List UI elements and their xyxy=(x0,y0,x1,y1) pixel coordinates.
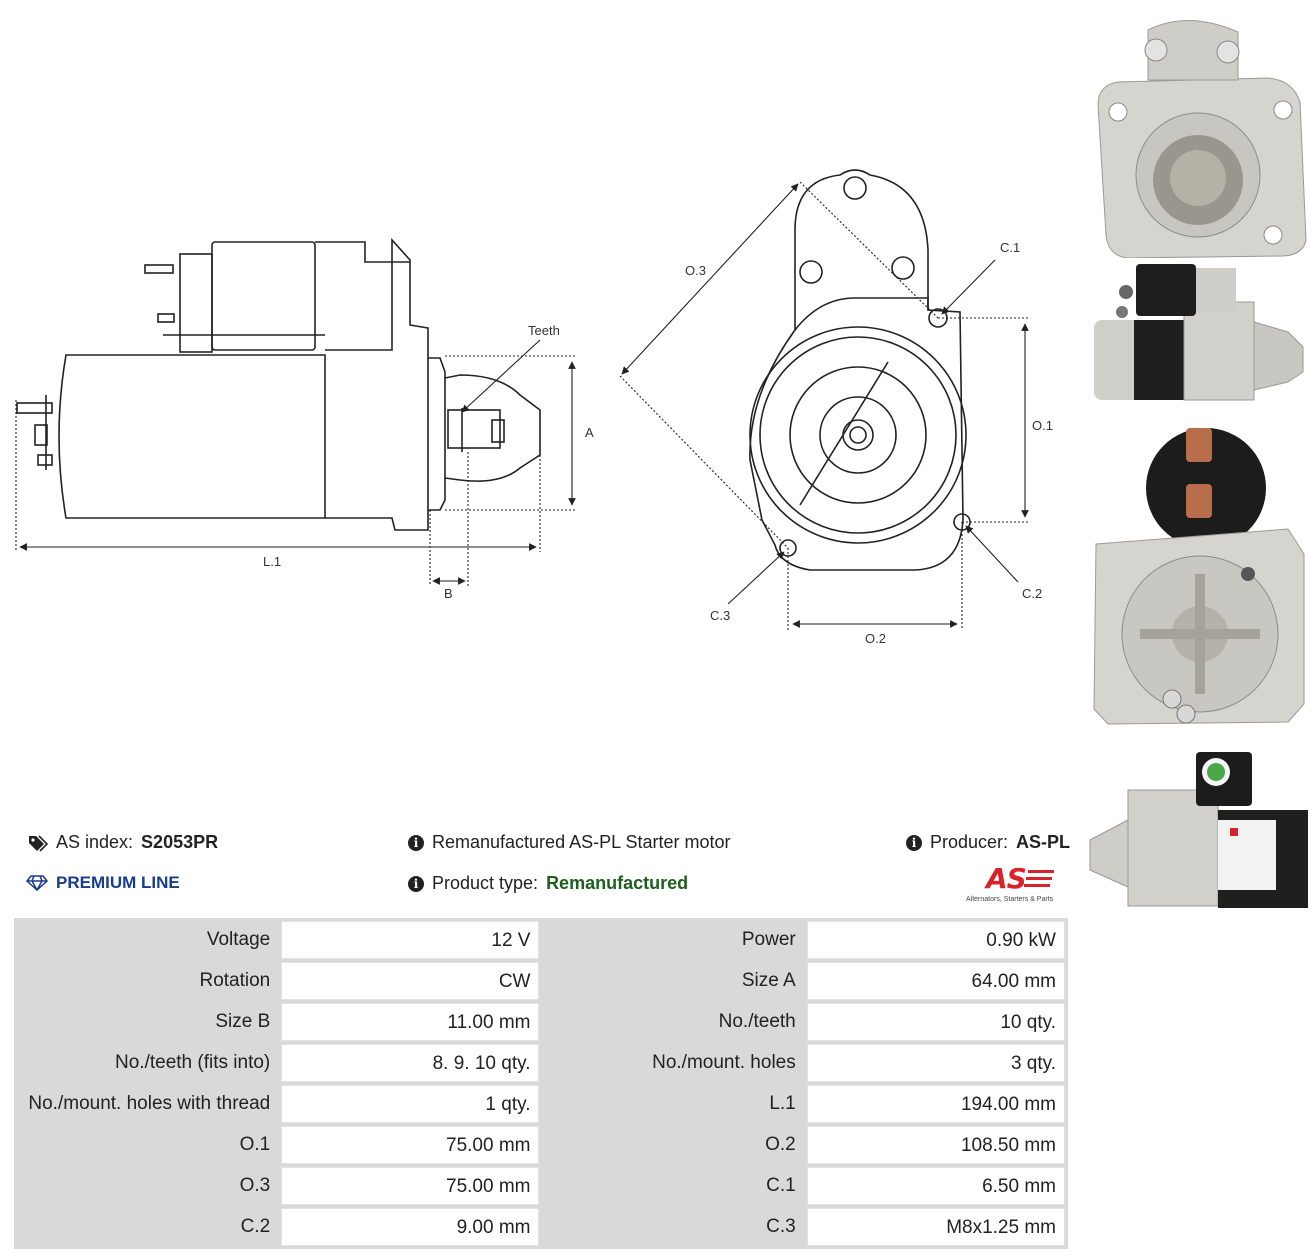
product-type-label: Product type: xyxy=(432,873,539,893)
spec-value: 12 V xyxy=(281,921,540,959)
info-icon: i xyxy=(408,834,424,851)
dimension-c3-label: C.3 xyxy=(710,608,730,623)
starter-photo-side-view xyxy=(1094,264,1304,401)
front-view-drawing xyxy=(749,169,971,571)
spec-value: 108.50 mm xyxy=(806,1126,1065,1164)
tags-icon xyxy=(29,834,48,852)
spec-key: Power xyxy=(542,921,804,959)
spec-value: 3 qty. xyxy=(806,1044,1065,1082)
spec-value: CW xyxy=(281,962,540,1000)
spec-key: Size B xyxy=(17,1003,279,1041)
spec-key: L.1 xyxy=(542,1085,804,1123)
spec-key: C.3 xyxy=(542,1208,804,1246)
logo-mark: AS xyxy=(986,862,1027,895)
spec-value: 9.00 mm xyxy=(281,1208,540,1246)
teeth-label: Teeth xyxy=(528,323,560,338)
producer-label: Producer: xyxy=(930,832,1009,852)
as-index: AS index: S2053PR xyxy=(28,832,218,853)
product-description: i Remanufactured AS-PL Starter motor xyxy=(408,832,730,853)
spec-value: 75.00 mm xyxy=(281,1126,540,1164)
premium-line-label: PREMIUM LINE xyxy=(56,873,180,892)
product-type: i Product type: Remanufactured xyxy=(408,873,688,894)
spec-value: 64.00 mm xyxy=(806,962,1065,1000)
spec-value: 194.00 mm xyxy=(806,1085,1065,1123)
dimension-o3-label: O.3 xyxy=(685,263,706,278)
starter-photo-rear-flange xyxy=(1093,428,1305,725)
info-icon: i xyxy=(408,875,424,892)
spec-key: O.3 xyxy=(17,1167,279,1205)
dimension-c1-label: C.1 xyxy=(1000,240,1020,255)
spec-key: Size A xyxy=(542,962,804,1000)
as-index-label: AS index: xyxy=(56,832,134,852)
producer: i Producer: AS-PL xyxy=(906,832,1070,853)
starter-photo-side-label xyxy=(1089,752,1308,908)
spec-key: No./teeth (fits into) xyxy=(17,1044,279,1082)
logo-tagline: Alternators, Starters & Parts xyxy=(966,896,1054,903)
side-view-drawing xyxy=(16,237,541,531)
dimension-b-label: B xyxy=(444,586,453,601)
spec-key: C.2 xyxy=(17,1208,279,1246)
spec-key: Rotation xyxy=(17,962,279,1000)
description-text: Remanufactured AS-PL Starter motor xyxy=(432,832,731,852)
as-index-value: S2053PR xyxy=(141,832,219,852)
spec-value: M8x1.25 mm xyxy=(806,1208,1065,1246)
spec-key: O.2 xyxy=(542,1126,804,1164)
spec-value: 6.50 mm xyxy=(806,1167,1065,1205)
starter-photo-front-flange xyxy=(1097,20,1307,258)
spec-key: C.1 xyxy=(542,1167,804,1205)
dimension-l1-label: L.1 xyxy=(263,554,281,569)
spec-key: No./teeth xyxy=(542,1003,804,1041)
diamond-icon xyxy=(26,875,48,891)
dimension-c2-label: C.2 xyxy=(1022,586,1042,601)
spec-value: 11.00 mm xyxy=(281,1003,540,1041)
info-icon: i xyxy=(906,834,922,851)
side-view-dimensions xyxy=(15,339,576,586)
spec-value: 0.90 kW xyxy=(806,921,1065,959)
spec-key: No./mount. holes with thread xyxy=(17,1085,279,1123)
dimension-o1-label: O.1 xyxy=(1032,418,1053,433)
spec-value: 75.00 mm xyxy=(281,1167,540,1205)
product-type-value: Remanufactured xyxy=(546,873,689,893)
spec-value: 1 qty. xyxy=(281,1085,540,1123)
spec-key: O.1 xyxy=(17,1126,279,1164)
spec-key: No./mount. holes xyxy=(542,1044,804,1082)
as-pl-logo: AS Alternators, Starters & Parts xyxy=(966,864,1070,908)
premium-line-badge: PREMIUM LINE xyxy=(26,873,180,893)
spec-value: 8. 9. 10 qty. xyxy=(281,1044,540,1082)
producer-value: AS-PL xyxy=(1016,832,1071,852)
dimension-a-label: A xyxy=(585,425,594,440)
front-view-dimensions xyxy=(619,181,1030,630)
spec-row: No./teeth (fits into)8. 9. 10 qty.No./mo… xyxy=(17,1044,1065,1082)
spec-value: 10 qty. xyxy=(806,1003,1065,1041)
spec-key: Voltage xyxy=(17,921,279,959)
dimension-o2-label: O.2 xyxy=(865,631,886,646)
technical-drawing: Teeth A L.1 B O.3 C.1 O.1 C.2 xyxy=(15,169,1053,646)
